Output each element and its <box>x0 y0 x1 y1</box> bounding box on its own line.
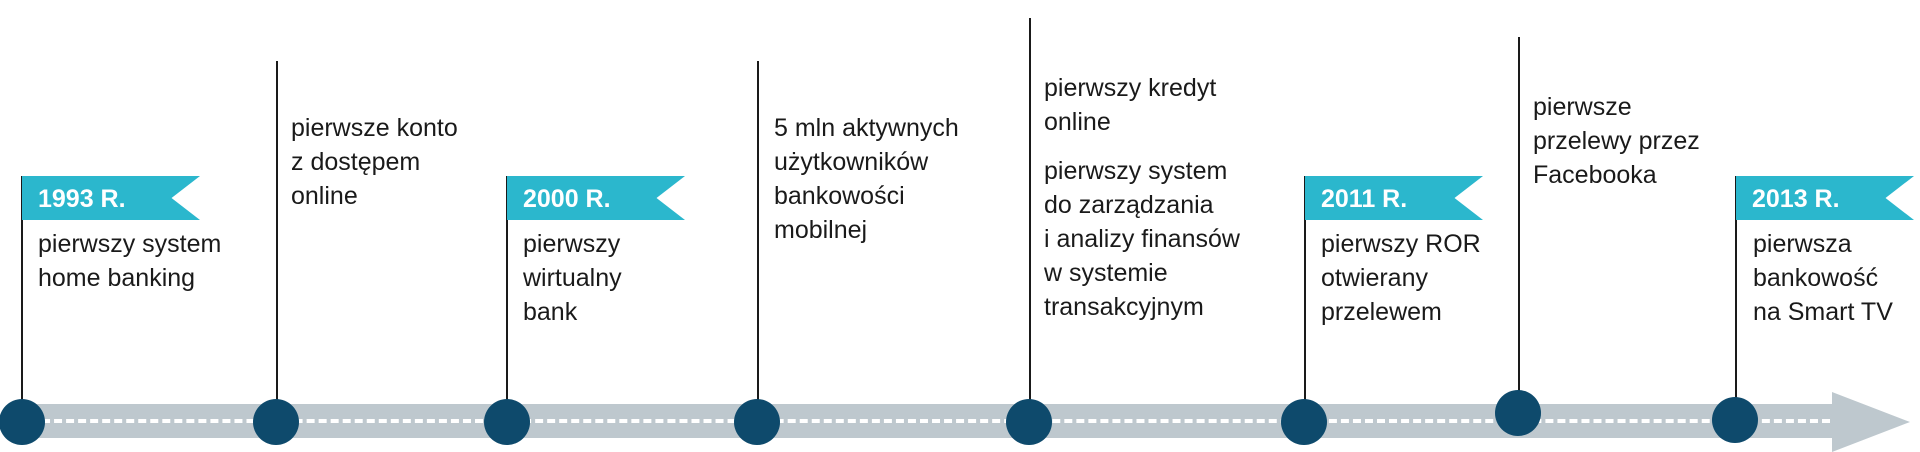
milestone-text: pierwsze przelewy przez Facebooka <box>1533 93 1700 189</box>
timeline-dot <box>0 399 45 445</box>
timeline-dot <box>1006 399 1052 445</box>
year-label: 1993 R. <box>38 185 126 213</box>
milestone-text: pierwsza bankowość na Smart TV <box>1753 230 1893 326</box>
milestone-text-secondary: pierwszy system do zarządzania i analizy… <box>1044 157 1240 321</box>
milestone-text: pierwszy system home banking <box>38 230 222 292</box>
marker-line <box>506 176 508 416</box>
milestone-text: pierwsze konto z dostępem online <box>291 114 458 210</box>
marker-line <box>1518 37 1520 407</box>
year-flag-1993: 1993 R. <box>22 176 200 220</box>
year-flag-2011: 2011 R. <box>1305 176 1483 220</box>
year-label: 2013 R. <box>1752 185 1840 213</box>
marker-line <box>276 61 278 416</box>
year-label: 2000 R. <box>523 185 611 213</box>
year-label: 2011 R. <box>1321 185 1408 213</box>
milestone-text: pierwszy ROR otwierany przelewem <box>1321 230 1481 326</box>
marker-line <box>1735 176 1737 416</box>
arrow-head-icon <box>1832 392 1910 452</box>
marker-line <box>757 61 759 416</box>
milestone-text: 5 mln aktywnych użytkowników bankowości … <box>774 114 959 244</box>
marker-line <box>1029 18 1031 416</box>
timeline-dot <box>734 399 780 445</box>
milestone-text: pierwszy wirtualny bank <box>523 230 622 326</box>
timeline-dot <box>1495 390 1541 436</box>
timeline-dot <box>484 399 530 445</box>
marker-line <box>21 176 23 416</box>
road-dashes <box>30 419 1830 423</box>
timeline-dot <box>253 399 299 445</box>
timeline-dot <box>1281 399 1327 445</box>
year-flag-2013: 2013 R. <box>1736 176 1914 220</box>
timeline-dot <box>1712 397 1758 443</box>
year-flag-2000: 2000 R. <box>507 176 685 220</box>
marker-line <box>1304 176 1306 416</box>
milestone-text: pierwszy kredyt online <box>1044 74 1217 136</box>
